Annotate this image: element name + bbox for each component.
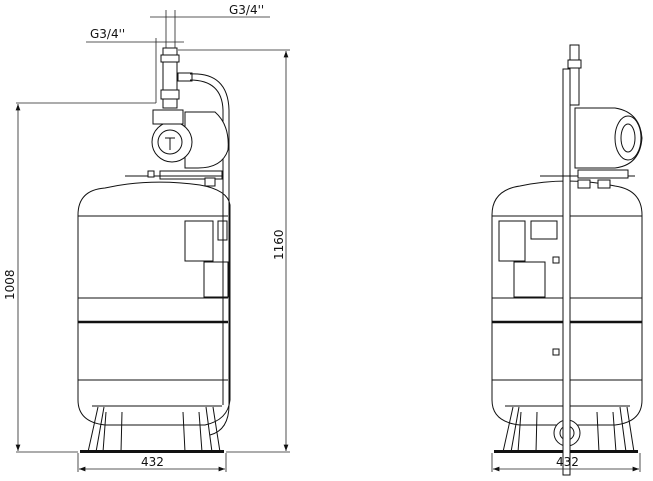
dimension-outlet-top: G3/4'' (150, 3, 270, 48)
width-label-front: 432 (141, 455, 164, 469)
side-view: 432 (491, 44, 643, 476)
width-label-side: 432 (556, 455, 579, 469)
height-total-label: 1160 (272, 229, 286, 260)
dimension-height-1160: 1160 (178, 49, 290, 453)
pump-side (540, 44, 643, 476)
height-pump-label: 1008 (3, 269, 17, 300)
outlet-side-label: G3/4'' (90, 27, 125, 41)
dimension-width-side: 432 (491, 453, 641, 472)
dimension-outlet-side: G3/4'' (86, 27, 184, 103)
outlet-top-label: G3/4'' (229, 3, 264, 17)
pump-front (125, 47, 230, 436)
dimension-width-front: 432 (77, 453, 227, 472)
front-view: G3/4'' G3/4'' 1008 1160 432 (3, 3, 290, 472)
dimension-height-1008: 1008 (3, 102, 156, 453)
tank-legs-front (80, 406, 224, 453)
tank-front (77, 181, 231, 426)
